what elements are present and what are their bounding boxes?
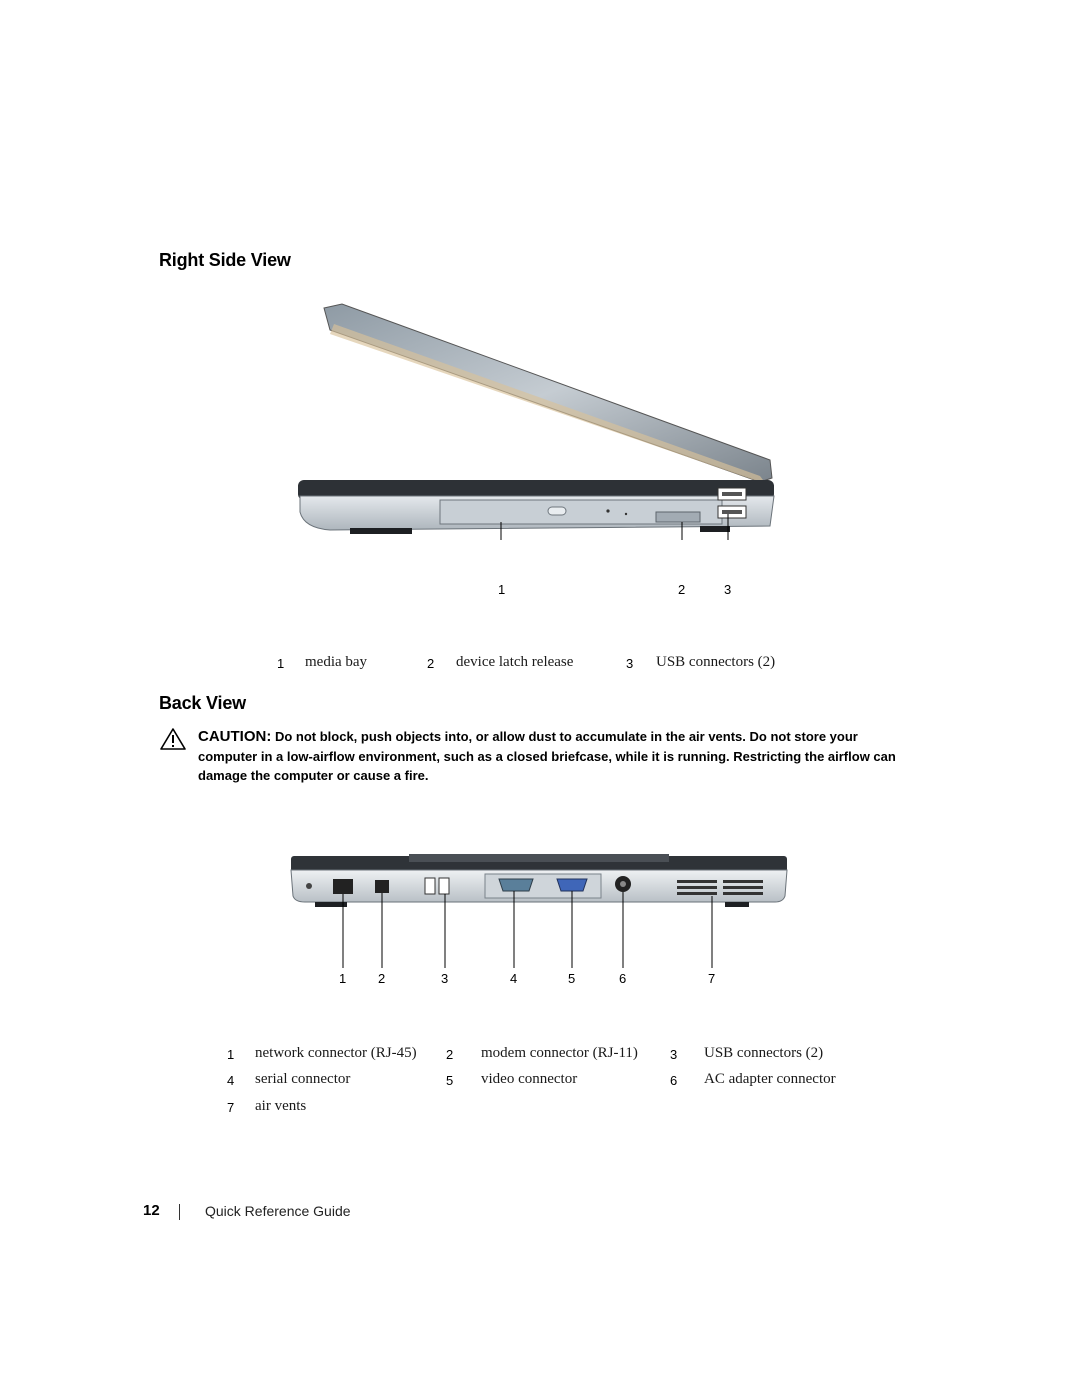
back-callout-7: 7 (708, 971, 716, 986)
legend-number: 1 (227, 1047, 235, 1062)
back-view-heading: Back View (159, 693, 246, 713)
back-laptop-illustration (290, 854, 788, 968)
right-callout-3: 3 (724, 582, 732, 597)
legend-number: 2 (446, 1047, 454, 1062)
back-callout-5: 5 (568, 971, 576, 986)
legend-number: 3 (626, 656, 634, 671)
legend-label: video connector (481, 1071, 578, 1087)
legend-number: 3 (670, 1047, 678, 1062)
right-side-laptop-illustration (298, 303, 775, 540)
footer-divider (179, 1204, 180, 1220)
right-side-view-heading: Right Side View (159, 250, 291, 270)
back-callout-2: 2 (378, 971, 386, 986)
guide-title: Quick Reference Guide (205, 1203, 351, 1219)
legend-number: 4 (227, 1073, 235, 1088)
legend-number: 2 (427, 656, 435, 671)
legend-label: serial connector (255, 1071, 351, 1087)
back-callout-1: 1 (339, 971, 347, 986)
legend-number: 1 (277, 656, 285, 671)
legend-label: USB connectors (2) (656, 654, 776, 670)
legend-label: media bay (305, 654, 368, 670)
legend-label: air vents (255, 1098, 307, 1114)
back-callout-4: 4 (510, 971, 518, 986)
right-callout-2: 2 (678, 582, 686, 597)
legend-label: USB connectors (2) (704, 1045, 824, 1061)
page-number: 12 (143, 1202, 160, 1219)
legend-label: AC adapter connector (704, 1071, 836, 1087)
legend-label: device latch release (456, 654, 574, 670)
back-callout-6: 6 (619, 971, 627, 986)
caution-notice: CAUTION: Do not block, push objects into… (198, 727, 918, 786)
caution-message: Do not block, push objects into, or allo… (198, 729, 896, 783)
legend-label: modem connector (RJ-11) (481, 1045, 638, 1061)
caution-warning-icon (160, 728, 186, 750)
legend-label: network connector (RJ-45) (255, 1045, 417, 1061)
right-callout-1: 1 (498, 582, 506, 597)
back-callout-3: 3 (441, 971, 449, 986)
legend-number: 7 (227, 1100, 235, 1115)
caution-label: CAUTION: (198, 728, 272, 745)
legend-number: 6 (670, 1073, 678, 1088)
legend-number: 5 (446, 1073, 454, 1088)
